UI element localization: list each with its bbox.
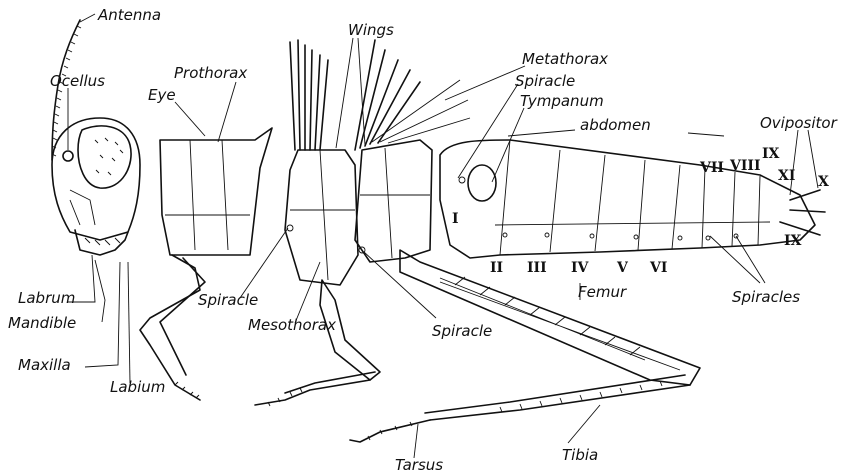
label-wings: Wings	[348, 21, 394, 39]
label-tarsus: Tarsus	[395, 456, 443, 474]
tibia-drawing	[430, 385, 690, 420]
label-prothorax: Prothorax	[174, 64, 247, 82]
mesothorax-drawing	[255, 150, 380, 406]
prothorax-drawing	[140, 128, 272, 400]
wings-drawing	[290, 40, 470, 150]
label-ovipositor: Ovipositor	[760, 114, 838, 132]
compound-eye-drawing	[78, 126, 131, 188]
segment-v: V	[616, 260, 629, 276]
label-eye: Eye	[148, 86, 176, 104]
label-spiracle-mid: Spiracle	[432, 322, 492, 340]
segment-iii: III	[527, 260, 547, 276]
segment-ix-lower: IX	[784, 233, 802, 249]
label-femur: Femur	[578, 283, 627, 301]
hind-leg-drawing	[350, 250, 700, 442]
segment-i: I	[452, 211, 459, 227]
ocellus-drawing	[63, 151, 73, 161]
label-tibia: Tibia	[562, 446, 598, 464]
metathorax-drawing	[355, 140, 432, 262]
label-metathorax: Metathorax	[522, 50, 608, 68]
label-tympanum: Tympanum	[520, 92, 604, 110]
label-spiracles: Spiracles	[732, 288, 800, 306]
head-drawing	[52, 20, 140, 255]
segment-xi: XI	[778, 168, 795, 184]
tarsus-drawing	[350, 420, 430, 442]
segment-ix: IX	[762, 146, 780, 162]
label-spiracle-top: Spiracle	[515, 72, 575, 90]
segment-x: X	[818, 174, 829, 190]
label-labium: Labium	[110, 378, 165, 396]
antenna-drawing	[52, 20, 80, 160]
label-spiracle-left: Spiracle	[198, 291, 258, 309]
segment-ii: II	[490, 260, 503, 276]
label-mandible: Mandible	[8, 314, 76, 332]
label-mesothorax: Mesothorax	[248, 316, 336, 334]
tympanum-drawing	[468, 165, 496, 201]
segment-iv: IV	[571, 260, 590, 276]
label-abdomen: abdomen	[580, 116, 651, 134]
segment-vii: VII	[699, 160, 724, 176]
label-labrum: Labrum	[18, 289, 75, 307]
label-ocellus: Ocellus	[50, 72, 105, 90]
segment-viii: VIII	[729, 158, 761, 174]
label-maxilla: Maxilla	[18, 356, 71, 374]
label-antenna: Antenna	[97, 6, 161, 24]
segment-vi: VI	[649, 260, 667, 276]
